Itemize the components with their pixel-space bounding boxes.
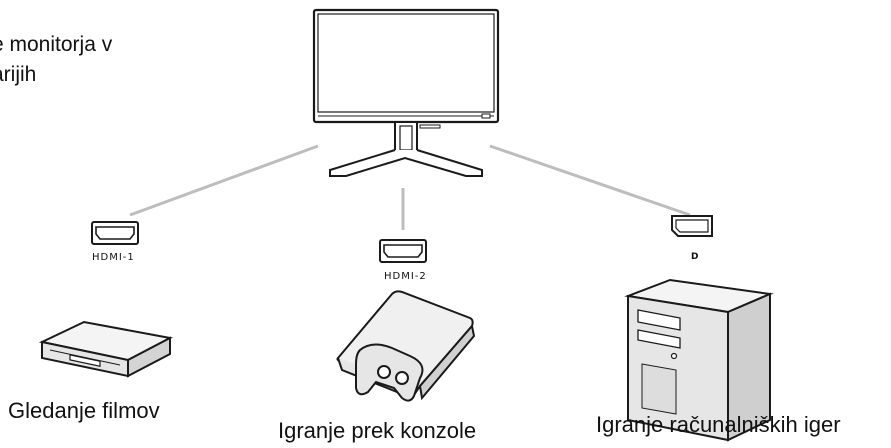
intro-line-2: arijih — [0, 63, 37, 86]
displayport-label: D — [691, 252, 700, 262]
intro-text: e monitorja v arijih — [0, 30, 192, 90]
hdmi1-port-icon — [91, 221, 139, 245]
intro-line-1: e monitorja v — [0, 33, 113, 56]
connection-lines — [129, 144, 691, 230]
pc-tower-icon — [624, 278, 774, 442]
line-to-dp — [489, 144, 691, 217]
monitor-icon — [312, 8, 500, 177]
line-to-hdmi1 — [129, 144, 319, 217]
caption-movies: Gledanje filmov — [8, 398, 160, 423]
caption-console: Igranje prek konzole — [278, 418, 477, 443]
hdmi2-port-icon — [379, 239, 427, 263]
media-player-icon — [38, 320, 174, 378]
displayport-port-icon — [671, 215, 713, 237]
caption-pc: Igranje računalniških iger — [596, 412, 841, 437]
game-console-icon — [336, 290, 476, 402]
hdmi1-label: HDMI-1 — [92, 252, 135, 263]
hdmi2-label: HDMI-2 — [384, 271, 427, 282]
